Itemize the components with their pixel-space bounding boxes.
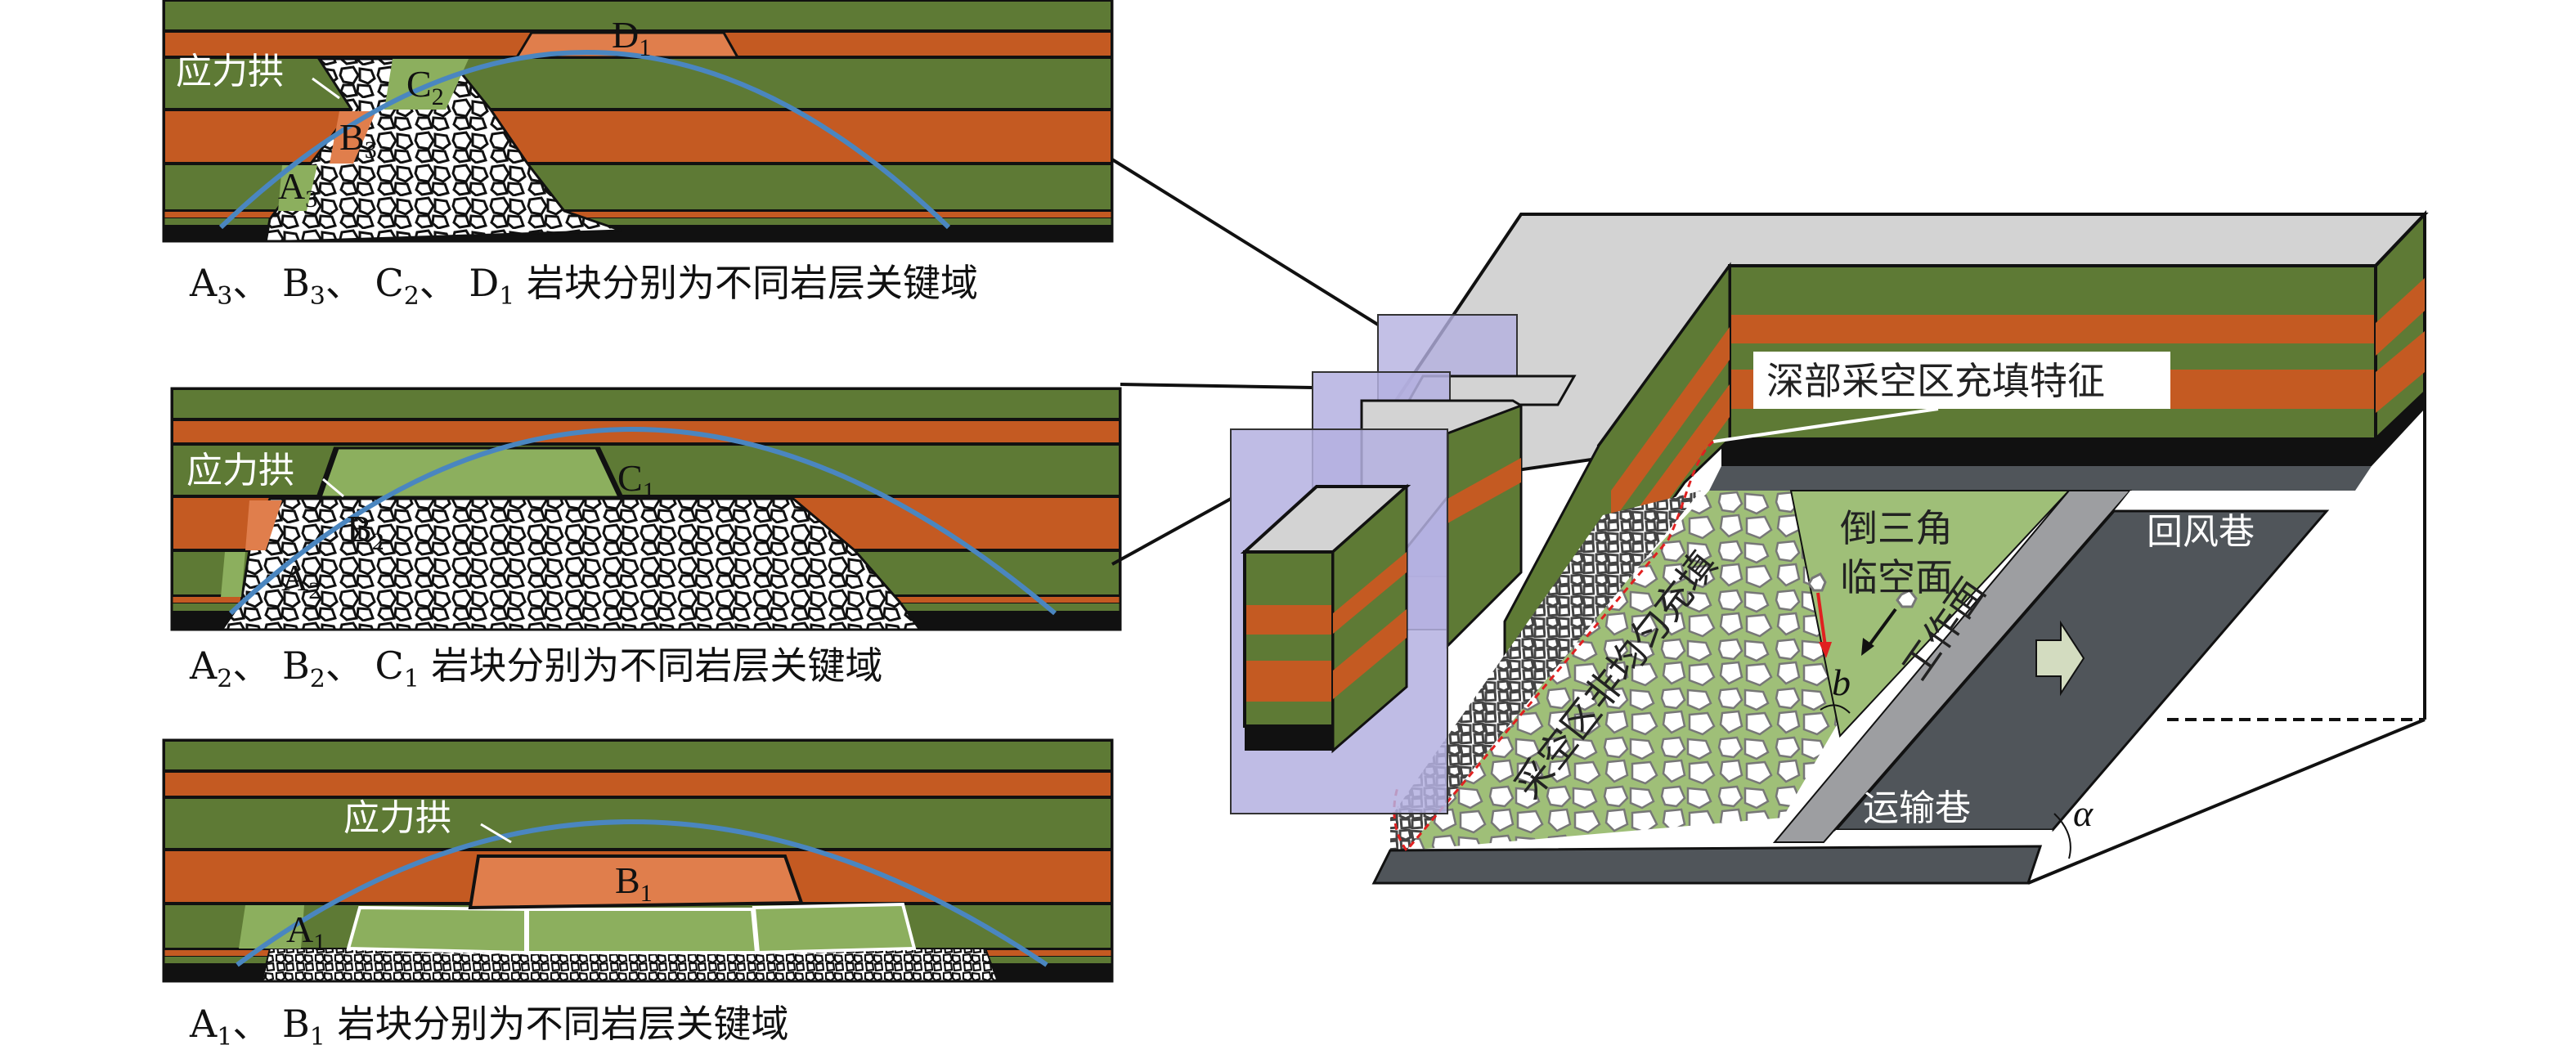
return-airway-white [2114,491,2347,511]
panel-1: 应力拱 D1 C2 B3 A3 [164,0,1112,241]
angle-alpha-label: α [2073,792,2094,834]
angle-b-label: b [1832,662,1851,703]
dark-rubble-strip [1390,491,1701,850]
front-floor-strip [1371,845,2043,885]
side-band-1 [1333,552,1407,634]
block-a2 [221,552,245,597]
black-slide-arrow [1867,608,1897,648]
fractured-green-blocks [239,902,917,955]
block-b3 [330,111,376,164]
block-label-c2: C2 [406,63,444,110]
black-arrow-head [1861,638,1874,656]
angle-alpha-arc [2053,813,2071,859]
block-label-d1: D1 [612,14,651,61]
block-b1 [468,854,804,910]
haulage-roadway-label: 运输巷 [1863,787,1971,829]
goaf-area-main [1407,491,1840,850]
deep-goaf-label-box [1753,352,2170,409]
block-b2 [245,500,282,550]
red-dashed-zone [1393,440,1714,853]
caption-3: A1、 B1 岩块分别为不同岩层关键域 [189,1002,788,1052]
red-arrow-head [1819,642,1832,658]
red-fall-arrow [1816,592,1827,647]
frame-right-face [2028,409,2425,883]
block-label-c1: C1 [617,457,655,505]
arch-label: 应力拱 [186,450,294,491]
block-label-a3: A3 [278,165,317,213]
block-label-a1: A1 [286,908,325,956]
angle-b-arc [1820,704,1851,714]
stress-arch [228,427,1057,616]
block-label-b1: B1 [615,859,653,907]
haulage-white [1824,830,2053,846]
arch-label: 应力拱 [343,797,451,839]
back-roadway-strip [1709,466,2372,491]
block-label-b3: B3 [339,116,377,164]
block-c1-shape [315,446,625,499]
block-label-b2: B2 [347,508,384,555]
stress-arch [236,819,1048,967]
triangle-free-face-label-2: 临空面 [1840,555,1953,599]
block-label-a2: A2 [281,557,321,604]
arch-label: 应力拱 [176,51,284,92]
return-airway-label: 回风巷 [2147,511,2255,553]
triangle-free-face [1789,490,2071,738]
front-cut-block-face [1243,550,1335,751]
sliding-rock-icon [1896,589,1918,608]
deep-goaf-label: 深部采空区充填特征 [1766,359,2105,403]
connector-lines [1111,158,1380,566]
model-3d: 深部采空区充填特征 采空区非均匀充填 倒三角 临空面 工作面 回风巷 运输巷 b… [1230,210,2429,885]
block-a3 [278,165,317,211]
advance-arrow-icon [2035,620,2085,697]
triangle-free-face-label-1: 倒三角 [1840,506,1953,550]
working-face-strip [1772,490,2133,843]
panel-3: 应力拱 B1 A1 [164,740,1112,981]
caved-rubble [220,497,922,630]
caption-2: A2、 B2、 C1 岩块分别为不同岩层关键域 [189,644,882,693]
stress-arch [218,50,951,230]
arch-leader [322,478,344,498]
arch-leader [312,77,340,100]
side-band-2 [1333,609,1407,699]
section-slice-1 [1230,428,1448,814]
caption-1: A3、 B3、 C2、 D1 岩块分别为不同岩层关键域 [189,261,978,311]
arch-leader [480,823,512,844]
left-strata-band-1 [1611,327,1730,523]
falling-rock-icon [1807,572,1827,592]
panel-2: 应力拱 C1 B2 A2 [172,388,1120,630]
deep-goaf-leader [1712,407,1939,443]
